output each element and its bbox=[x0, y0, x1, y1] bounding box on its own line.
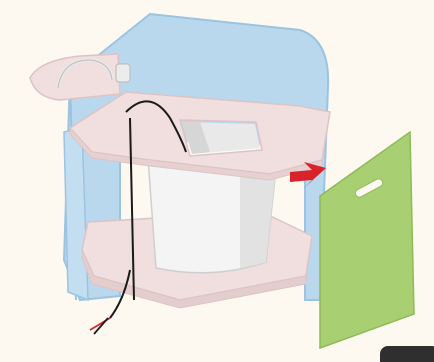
tube-connector bbox=[116, 64, 130, 82]
assembly-diagram bbox=[0, 0, 434, 354]
assembly-illustration bbox=[0, 0, 434, 354]
corner-tab bbox=[380, 346, 434, 362]
side-panel bbox=[320, 132, 414, 348]
side-panel-face bbox=[320, 132, 414, 348]
